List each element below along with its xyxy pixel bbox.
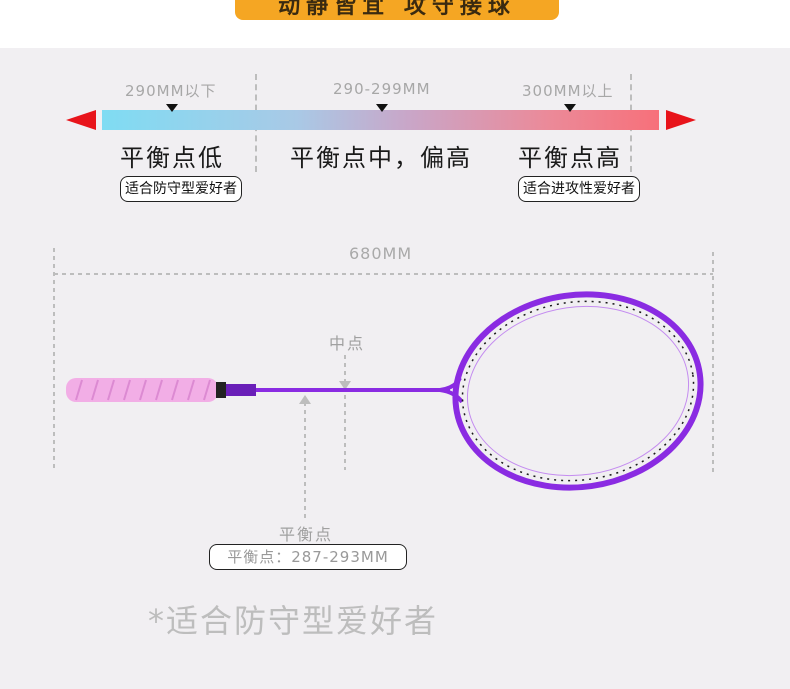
marker-mid-icon <box>376 104 388 112</box>
balance-text-low: 平衡点低 <box>120 144 224 172</box>
header-band: 动静皆宜 攻守接球 <box>0 0 790 48</box>
marker-high-icon <box>564 104 576 112</box>
footnote: *适合防守型爱好者 <box>148 602 439 640</box>
arrow-left-icon <box>66 110 96 130</box>
balance-text-high: 平衡点高 <box>518 144 622 172</box>
tag-defensive: 适合防守型爱好者 <box>120 176 242 202</box>
main-panel <box>0 48 790 689</box>
range-label-low: 290MM以下 <box>125 82 217 100</box>
racket-head-strings <box>461 300 695 482</box>
range-label-high: 300MM以上 <box>522 82 614 100</box>
midpoint-arrow-icon <box>339 381 351 390</box>
balance-text-mid: 平衡点中，偏高 <box>290 144 472 172</box>
balance-point-arrow-icon <box>299 395 311 404</box>
racket-collar <box>216 382 226 398</box>
midpoint-label: 中点 <box>329 334 366 353</box>
length-label: 680MM <box>349 244 413 263</box>
balance-point-value: 平衡点：287-293MM <box>209 544 407 570</box>
tag-offensive: 适合进攻性爱好者 <box>518 176 640 202</box>
racket-head-frame <box>452 291 704 491</box>
arrow-right-icon <box>666 110 696 130</box>
balance-point-label: 平衡点 <box>279 525 334 544</box>
racket-tcone <box>226 384 256 396</box>
balance-gradient-bar <box>102 110 659 130</box>
grip-wrap-lines <box>75 379 211 401</box>
header-title: 动静皆宜 攻守接球 <box>235 0 559 20</box>
range-label-mid: 290-299MM <box>333 80 431 98</box>
marker-low-icon <box>166 104 178 112</box>
